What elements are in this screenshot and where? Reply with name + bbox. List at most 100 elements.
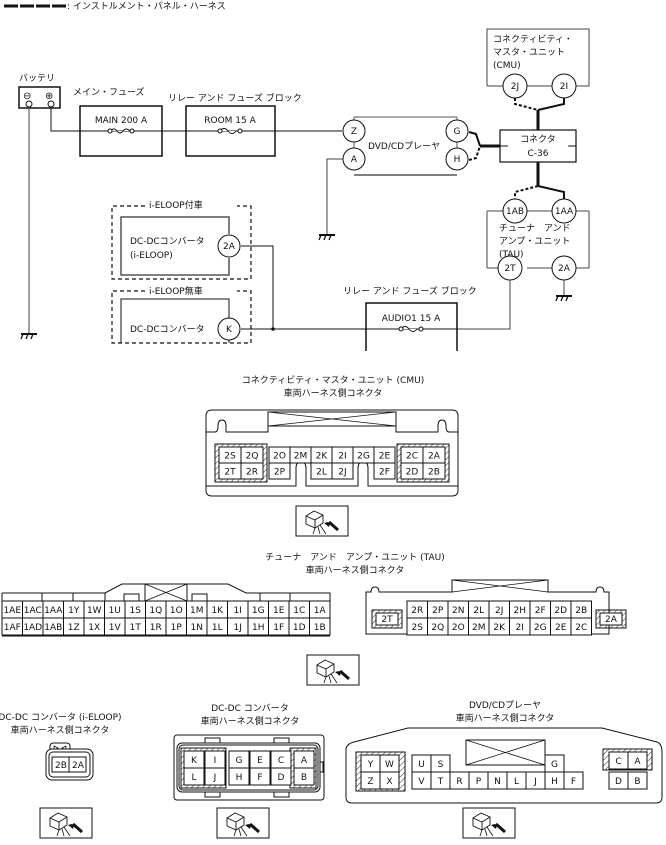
dvd-pin-s: S <box>430 754 451 773</box>
svg-text:H: H <box>236 773 243 783</box>
svg-text:1W: 1W <box>87 606 102 616</box>
svg-text:2M: 2M <box>294 452 308 462</box>
dcdc-connector-title: DC-DC コンバータ <box>211 703 289 714</box>
legend-label: : インストルメント・パネル・ハーネス <box>67 1 226 12</box>
dcdc-pin-f: F <box>249 767 271 786</box>
svg-text:C: C <box>615 757 621 767</box>
svg-text:K: K <box>191 756 198 766</box>
eloop-connector-title: DC-DC コンバータ (i-ELOOP) <box>0 712 122 723</box>
tau1-pin-1aa: 1AA <box>42 600 64 619</box>
svg-text:1N: 1N <box>191 623 203 633</box>
svg-text:1A: 1A <box>314 606 327 616</box>
tau1-pin-1w: 1W <box>83 600 105 619</box>
svg-text:2E: 2E <box>555 623 567 633</box>
tau1-pin-1ac: 1AC <box>22 600 44 619</box>
cmu-pin-2r: 2R <box>240 462 264 480</box>
svg-text:2S: 2S <box>224 452 236 462</box>
svg-text:1Q: 1Q <box>149 606 162 616</box>
tau1-pin-1i: 1I <box>227 600 249 619</box>
tau1-pin-1e: 1E <box>268 600 290 619</box>
tau2-pin-2f: 2F <box>529 600 551 619</box>
tau1-pin-1t: 1T <box>124 617 146 636</box>
main-fuse-name: MAIN 200 A <box>95 116 148 126</box>
tau1-pin-1v: 1V <box>104 617 126 636</box>
svg-text:1O: 1O <box>170 606 183 616</box>
tau1-pin-1ad: 1AD <box>22 617 44 636</box>
svg-text:1U: 1U <box>109 606 121 616</box>
tau2-pin-2o: 2O <box>447 617 469 636</box>
svg-text:R: R <box>456 777 462 787</box>
dvd-label: DVD/CDプレーヤ <box>368 141 440 152</box>
tau1-pin-1s: 1S <box>124 600 146 619</box>
tau1-pin-1r: 1R <box>145 617 167 636</box>
dvd-pin-f: F <box>563 771 584 790</box>
svg-text:1D: 1D <box>293 623 306 633</box>
cmu-pin-2c: 2C <box>400 446 424 464</box>
dvd-pin-a: A <box>627 751 648 770</box>
tau1-pin-1q: 1Q <box>145 600 167 619</box>
dcdc-pin-l: L <box>183 767 205 786</box>
svg-text:2Q: 2Q <box>431 623 444 633</box>
svg-text:L: L <box>191 773 196 783</box>
svg-text:1J: 1J <box>234 623 242 633</box>
svg-text:J: J <box>533 777 537 787</box>
cmu-pin-2b: 2B <box>422 462 446 480</box>
legend: : インストルメント・パネル・ハーネス <box>4 1 226 12</box>
cmu-pin-2p: 2P <box>268 462 291 480</box>
tau-unit: 1AB 1AA チューナ アンド アンプ・ユニット (TAU) 2T 2A <box>486 198 590 281</box>
svg-text:2O: 2O <box>452 623 465 633</box>
svg-text:2P: 2P <box>432 606 444 616</box>
tau2-pin-2c: 2C <box>570 617 592 636</box>
main-fuse-group-label: メイン・フューズ <box>73 86 145 98</box>
svg-text:2T: 2T <box>224 468 236 478</box>
ground-icon <box>318 234 335 241</box>
connector-c36: コネクタ C-36 <box>499 129 577 163</box>
tau-pin-2t: 2T <box>504 264 516 274</box>
tau-label-2: アンプ・ユニット <box>499 236 570 247</box>
svg-text:1AE: 1AE <box>3 606 21 616</box>
tau2-pin-2r: 2R <box>406 600 428 619</box>
tau1-pin-1ab: 1AB <box>42 617 64 636</box>
cmu-label-1: コネクティビティ・ <box>493 34 573 45</box>
svg-text:P: P <box>476 777 482 787</box>
svg-text:E: E <box>257 756 263 766</box>
svg-text:1AF: 1AF <box>4 623 21 633</box>
svg-text:2F: 2F <box>535 606 546 616</box>
eloop-none-group: i-ELOOP無車 DC-DCコンバータ K <box>111 285 252 344</box>
svg-text:1L: 1L <box>212 623 223 633</box>
dvd-pin-a: A <box>351 155 358 165</box>
eloop-converter-label: DC-DCコンバータ <box>130 236 205 247</box>
svg-text:F: F <box>571 777 576 787</box>
c36-id: C-36 <box>528 149 549 159</box>
svg-text:2D: 2D <box>406 468 419 478</box>
tau1-pin-1y: 1Y <box>63 600 85 619</box>
tau-pin-1ab: 1AB <box>506 207 524 217</box>
svg-text:2J: 2J <box>495 606 503 616</box>
svg-text:1AA: 1AA <box>44 606 63 616</box>
tau2-pin-2g: 2G <box>529 617 551 636</box>
audio-fuse: AUDIO1 15 A <box>365 302 458 351</box>
tau-connector-subtitle: 車両ハーネス側コネクタ <box>306 564 405 576</box>
cmu-pin-2e: 2E <box>373 446 396 464</box>
cmu-pin-2g: 2G <box>352 446 375 464</box>
svg-text:A: A <box>301 756 308 766</box>
tau2-pin-2d: 2D <box>550 600 572 619</box>
svg-text:1Z: 1Z <box>68 623 80 633</box>
eloop-pin-2a: 2A <box>223 242 236 252</box>
svg-text:2K: 2K <box>316 452 329 462</box>
tau2-pin-2k: 2K <box>488 617 510 636</box>
svg-text:Y: Y <box>367 760 374 770</box>
svg-text:J: J <box>213 773 217 783</box>
cmu-pin-2m: 2M <box>289 446 312 464</box>
eloop-equipped-group: i-ELOOP付車 DC-DCコンバータ (i-ELOOP) 2A <box>111 199 252 280</box>
svg-text:2L: 2L <box>316 468 327 478</box>
tau1-pin-1c: 1C <box>288 600 310 619</box>
svg-text:G: G <box>236 756 243 766</box>
dcdc-pin-k: K <box>226 325 233 335</box>
dvd-pin-n: N <box>487 771 508 790</box>
cmu-unit: コネクティビティ・ マスタ・ユニット (CMU) 2J 2I <box>486 28 590 99</box>
dvd-pin-d: D <box>608 771 629 790</box>
svg-text:2C: 2C <box>406 452 418 462</box>
eloop-with-label: i-ELOOP付車 <box>149 199 203 211</box>
tau2-pin-2h: 2H <box>509 600 531 619</box>
